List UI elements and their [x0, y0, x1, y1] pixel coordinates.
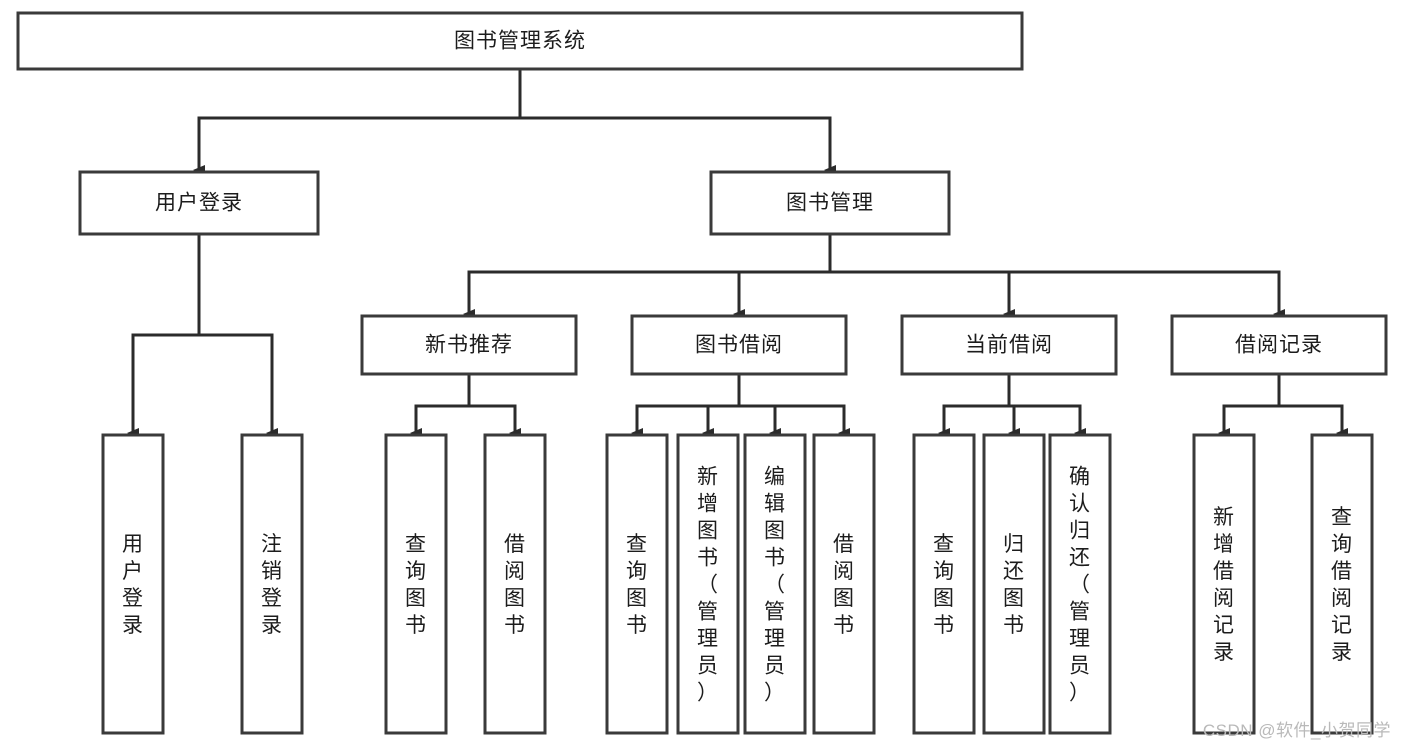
node-leaf-edit-book[interactable]: 编辑图书（管理员） [743, 433, 807, 735]
node-label: 用户登录 [155, 192, 243, 215]
node-borrow-record[interactable]: 借阅记录 [1170, 314, 1388, 376]
node-leaf-query-book-1[interactable]: 查询图书 [384, 433, 448, 735]
node-box [1170, 314, 1388, 376]
node-book-manage[interactable]: 图书管理 [709, 170, 951, 236]
node-label: 确认归还（管理员） [1069, 466, 1091, 705]
connector-edges [127, 67, 1348, 438]
node-label: 借阅记录 [1235, 334, 1323, 357]
node-label: 编辑图书（管理员） [764, 466, 786, 705]
node-boxes: 图书管理系统用户登录图书管理新书推荐图书借阅当前借阅借阅记录用户登录注销登录查询… [16, 11, 1388, 735]
node-leaf-user-logout[interactable]: 注销登录 [240, 433, 304, 735]
node-label: 借阅图书 [833, 533, 855, 637]
node-leaf-add-record[interactable]: 新增借阅记录 [1192, 433, 1256, 735]
node-box [1192, 433, 1256, 735]
node-box [912, 433, 976, 735]
watermark-text: CSDN @软件_小贺同学 [1202, 721, 1391, 740]
node-label: 借阅图书 [504, 533, 526, 637]
node-box [360, 314, 578, 376]
node-label: 新增图书（管理员） [697, 466, 719, 705]
node-label: 查询图书 [405, 533, 427, 637]
node-new-book-recommend[interactable]: 新书推荐 [360, 314, 578, 376]
node-label: 查询借阅记录 [1331, 506, 1353, 664]
node-box [982, 433, 1046, 735]
node-label: 图书借阅 [695, 334, 783, 357]
node-label: 归还图书 [1003, 533, 1025, 637]
node-box [78, 170, 320, 236]
node-leaf-borrow-book-1[interactable]: 借阅图书 [483, 433, 547, 735]
node-label: 查询图书 [933, 533, 955, 637]
node-box [709, 170, 951, 236]
node-user-login[interactable]: 用户登录 [78, 170, 320, 236]
node-leaf-user-login[interactable]: 用户登录 [101, 433, 165, 735]
node-box [812, 433, 876, 735]
node-leaf-query-record[interactable]: 查询借阅记录 [1310, 433, 1374, 735]
node-book-borrow[interactable]: 图书借阅 [630, 314, 848, 376]
node-label: 查询图书 [626, 533, 648, 637]
node-box [101, 433, 165, 735]
node-box [743, 433, 807, 735]
node-root[interactable]: 图书管理系统 [16, 11, 1024, 71]
node-label: 注销登录 [261, 533, 283, 637]
node-leaf-query-book-2[interactable]: 查询图书 [605, 433, 669, 735]
node-box [630, 314, 848, 376]
node-leaf-borrow-book-2[interactable]: 借阅图书 [812, 433, 876, 735]
node-box [1310, 433, 1374, 735]
node-current-borrow[interactable]: 当前借阅 [900, 314, 1118, 376]
node-label: 当前借阅 [965, 334, 1053, 357]
node-box [384, 433, 448, 735]
node-label: 用户登录 [122, 533, 144, 637]
node-box [676, 433, 740, 735]
node-box [16, 11, 1024, 71]
node-leaf-query-book-3[interactable]: 查询图书 [912, 433, 976, 735]
node-label: 新书推荐 [425, 334, 513, 357]
node-label: 新增借阅记录 [1213, 506, 1235, 664]
node-leaf-confirm-return[interactable]: 确认归还（管理员） [1048, 433, 1112, 735]
node-leaf-return-book[interactable]: 归还图书 [982, 433, 1046, 735]
node-label: 图书管理 [786, 192, 874, 215]
node-box [1048, 433, 1112, 735]
node-box [240, 433, 304, 735]
node-box [483, 433, 547, 735]
node-label: 图书管理系统 [454, 30, 586, 53]
node-box [900, 314, 1118, 376]
node-leaf-add-book[interactable]: 新增图书（管理员） [676, 433, 740, 735]
node-box [605, 433, 669, 735]
